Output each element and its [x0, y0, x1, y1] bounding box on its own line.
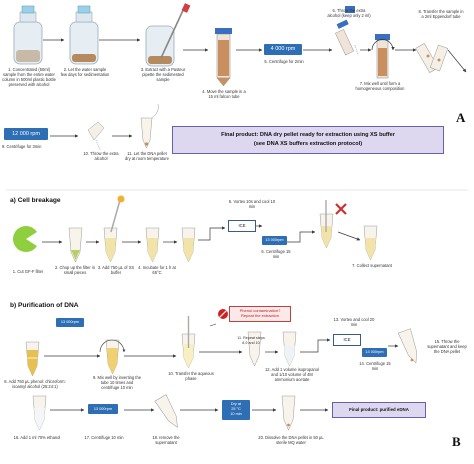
ice-box-2: ICE	[333, 334, 361, 346]
step-b3-caption: 3. Add 750 μL of XS buffer	[97, 265, 135, 275]
transfer-tube-icon	[415, 43, 449, 73]
dry-box-line1: Dry at	[230, 402, 242, 406]
cell-breakage-title: a) Cell breakage	[10, 197, 61, 204]
warning-icon	[218, 309, 228, 319]
tube-b6-icon	[363, 225, 378, 261]
part-a-label: A	[456, 110, 466, 125]
dry-box: Dry at 25 °C 10 min	[222, 400, 250, 420]
eppendorf-dry-icon	[140, 103, 159, 149]
bottle-3-icon	[145, 3, 191, 67]
step-b6-caption: 6. Centrifuge 15 min	[261, 249, 291, 259]
step-a9-caption: 9. Centrifuge for 3min	[2, 144, 42, 149]
step-a3-caption: 3. Extract with a Pasteur pipette the se…	[140, 67, 186, 82]
rpm-13000-box-2: 13 000rpm	[56, 318, 84, 327]
step-b2-caption: 2. Chop up the filter in small pieces	[54, 265, 96, 275]
step-a8-caption: 8. Transfer the sample in a 2ml Eppendor…	[418, 9, 464, 19]
part-a-arrows	[43, 38, 467, 138]
step-p17-caption: 17. Centrifuge 10 min	[84, 435, 124, 440]
step-p10-caption: 10. Transfer the aqueous phase	[168, 371, 214, 381]
step-a5-caption: 5. Centrifuge for 2min	[264, 59, 304, 64]
final-product-a-box: Final product: DNA dry pellet ready for …	[172, 126, 444, 154]
tube-b1-icon	[68, 227, 83, 263]
part-b-arrows-row2	[44, 323, 399, 358]
rpm-13000-box-3: 13 000rpm	[362, 348, 387, 357]
tube-p10-icon	[181, 316, 196, 369]
step-a2-caption: 2. Let the water sample few days for sed…	[60, 67, 110, 77]
step-b7-caption: 7. Collect supernatant	[352, 263, 392, 268]
tube-b3-icon	[145, 227, 160, 263]
step-p15-caption: 15. Throw the supernatant and keep the D…	[427, 339, 467, 354]
rpm-12000-box: 12 000 rpm	[4, 128, 48, 140]
tube-p12-icon	[282, 331, 297, 367]
bottle-2-icon	[69, 5, 99, 65]
tube-b2-icon	[103, 195, 125, 263]
dry-box-line2: 25 °C	[231, 407, 241, 411]
eppendorf-pour-icon	[87, 121, 105, 151]
falcon-tube-icon	[215, 28, 232, 87]
tube-p8-icon	[25, 341, 40, 377]
tube-p15-icon	[397, 328, 418, 364]
step-p8-caption: 8. Add 750 μL phenol: chloroform: isoamy…	[4, 379, 66, 389]
step-a4-caption: 4. Move the sample in a 15 ml falcon tub…	[202, 89, 246, 99]
final-product-a-line2: (see DNA XS buffers extraction protocol)	[253, 141, 363, 147]
step-b1-caption: 1. Cut GF-F filter	[12, 269, 44, 274]
step-b5-caption: 5. Vortex 10s and cool 10 min	[228, 199, 276, 209]
step-b4-caption: 4. Incubate for 1 h at 65°C	[138, 265, 176, 275]
cross-icon	[335, 203, 347, 215]
warning-line2: Repeat the extraction	[240, 313, 280, 318]
final-product-a-line1: Final product: DNA dry pellet ready for …	[221, 132, 395, 138]
bottle-1-icon	[13, 5, 43, 65]
tube-pour-icon	[335, 6, 359, 56]
part-b-label: B	[452, 434, 461, 449]
rpm-13000-box-1: 13 000rpm	[262, 236, 287, 245]
rpm-4000-box: 4 000 rpm	[264, 44, 302, 55]
step-p18-caption: 18. remove the supernatant	[152, 435, 180, 445]
step-a7-caption: 7. Mix well until form a homogeneous com…	[355, 81, 405, 91]
final-product-b-box: Final product: purified eDNA	[332, 402, 426, 418]
step-p20-caption: 20. Dissolve the DNA pellet in 50 μL ste…	[258, 435, 324, 445]
mix-tube-icon	[371, 34, 395, 79]
tube-p11-icon	[247, 331, 262, 367]
ice-box-1: ICE	[228, 220, 256, 232]
purification-title: b) Purification of DNA	[10, 302, 79, 309]
tube-b4-icon	[181, 227, 196, 263]
dry-box-line3: 10 min	[230, 412, 242, 416]
step-p14-caption: 14. Centrifuge 15 min	[359, 361, 391, 371]
warning-line1: Phenol contamination?	[239, 308, 281, 313]
rpm-13000-box-4: 13 000rpm	[88, 404, 118, 414]
warning-box: Phenol contamination? Repeat the extract…	[229, 306, 291, 322]
step-p12-caption: 12. Add 1 volume isopropanol and 1/10 vo…	[265, 367, 319, 382]
step-a1-caption: 1. Concentrated (50ml) sample from the e…	[2, 67, 56, 87]
tube-p16-icon	[32, 395, 47, 431]
tube-p20-icon	[281, 395, 296, 431]
step-a6-caption: 6. Throw the extra alcohol (keep only 2 …	[327, 8, 371, 18]
step-p13-caption: 13. Vortex and cool 20 min	[333, 317, 375, 327]
step-p9-caption: 9. Mix well by inverting the tube 10 tim…	[92, 375, 141, 390]
filter-disc-icon	[13, 226, 40, 252]
part-b-arrows-row1	[42, 224, 361, 244]
tube-b5-icon	[319, 200, 334, 249]
step-p16-caption: 16. Add 1 ml 70% ethanol	[13, 435, 61, 440]
step-a10-caption: 10. Throw the extra alcohol	[83, 151, 119, 161]
step-a11-caption: 11. Let the DNA pellet dry at room tempe…	[125, 151, 169, 161]
step-p11-caption: 11. Repeat steps 8,9 and 10	[237, 336, 265, 345]
tube-p18-icon	[154, 394, 178, 428]
tube-p9-icon	[99, 339, 126, 375]
